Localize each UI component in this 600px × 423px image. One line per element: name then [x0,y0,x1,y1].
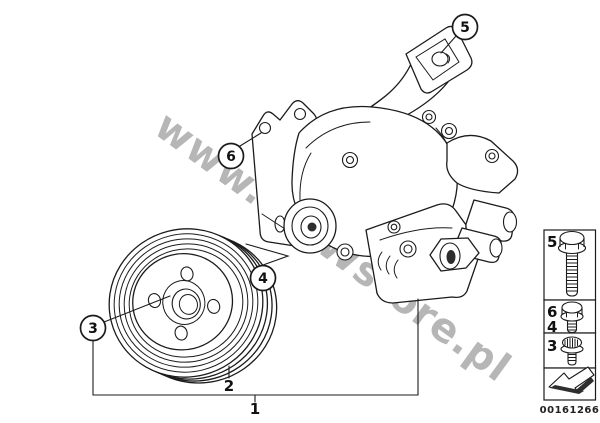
pump-right-boss [446,134,519,194]
housing-bolt [421,109,437,125]
direction-arrow-icon [548,366,595,394]
pulley-hole [174,325,188,341]
pulley-hole [180,266,194,282]
legend-item-direction[interactable] [543,366,597,401]
callout-1-number[interactable]: 1 [250,400,260,418]
callout-4-number[interactable]: 4 [258,271,268,287]
callout-5[interactable]: 5 [451,13,479,41]
housing-contour [379,227,453,241]
housing-bolt [341,151,359,169]
hex-fitting-bore [446,250,456,264]
callout-3-number[interactable]: 3 [88,321,98,337]
leader-3 [103,295,171,323]
bracket-bolt-hole [431,51,449,67]
pulley-hub-ring [162,280,206,325]
callout-2-number[interactable]: 2 [224,377,234,395]
hole-notch [445,53,451,64]
port-cap [502,211,518,233]
callout-lines [92,35,457,403]
housing-bolt [484,148,500,164]
fastener-legend: 5 6 4 [540,229,600,416]
pulley-hole [207,298,221,314]
port-cap [489,238,503,258]
legend-label-3: 3 [547,337,557,355]
housing-bolt [399,240,417,258]
ribbed-flange-bolt-icon [560,336,584,366]
callout-6[interactable]: 6 [217,142,245,170]
legend-label-6: 6 [547,303,557,321]
housing-contour [299,152,312,201]
pulley-groove [118,238,254,368]
legend-label-5: 5 [547,233,557,251]
pulley-hole [147,293,162,309]
housing-contour [305,121,371,149]
housing-bolt [440,122,458,140]
hex-flange-bolt-icon [560,301,584,334]
pump-drawing [251,25,519,304]
housing-bolt [387,220,401,234]
callout-4[interactable]: 4 [249,264,277,292]
pulley-groove [123,243,249,363]
legend-item-bolt-5[interactable]: 5 [543,229,597,301]
callout-5-circle[interactable] [451,13,479,41]
pulley-bore-inner [178,294,198,315]
leader-4 [245,243,290,266]
bracket-ear-hole [293,107,307,121]
callout-3[interactable]: 3 [79,314,107,342]
leader-5 [440,35,457,54]
pump-shaft-end [307,222,317,232]
bracket-ear-hole [258,121,272,135]
long-hex-flange-bolt-icon [557,230,587,297]
pulley-drawing [108,228,278,384]
casting-ribs [377,251,399,279]
legend-item-bolt-3[interactable]: 3 [543,332,597,369]
leader-6 [239,132,262,147]
doc-number: 00161266 [540,405,600,416]
callout-6-circle[interactable] [217,142,245,170]
callout-6-number[interactable]: 6 [226,149,236,165]
callout-4-circle[interactable] [249,264,277,292]
callout-5-number[interactable]: 5 [460,20,470,36]
legend-item-bolt-6-4[interactable]: 6 4 [543,299,597,336]
callout-3-circle[interactable] [79,314,107,342]
legend-label-4: 4 [547,318,557,336]
pad-inner-line [415,38,460,81]
pulley-groove [128,248,244,358]
housing-bolt [336,243,354,261]
